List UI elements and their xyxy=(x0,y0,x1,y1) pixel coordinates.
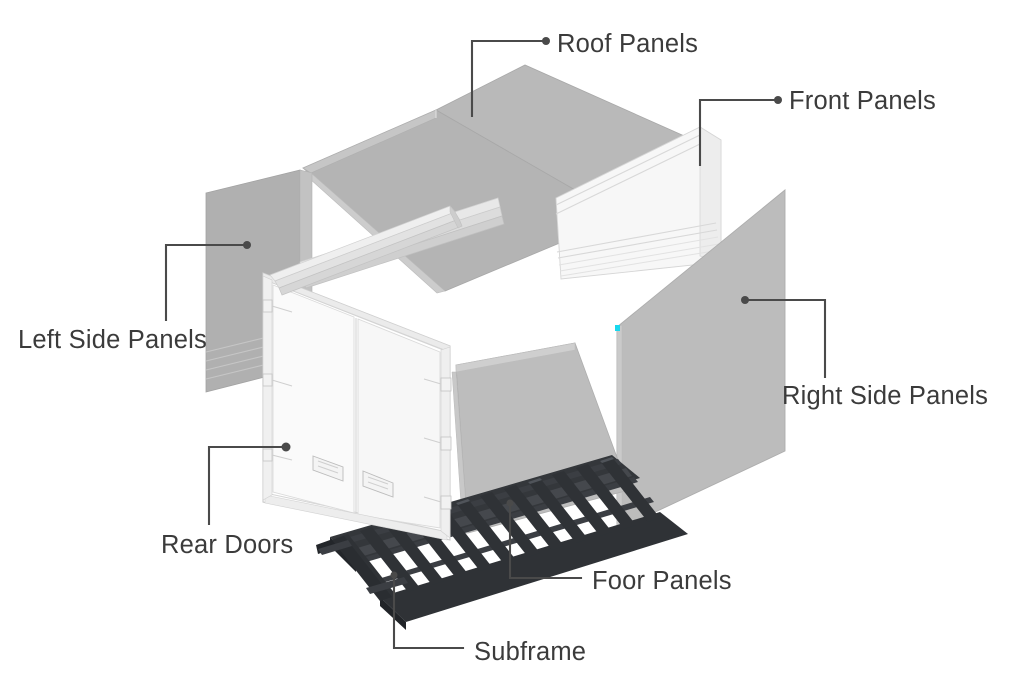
callout-rear-doors[interactable]: Rear Doors xyxy=(161,442,293,560)
label-rear-doors: Rear Doors xyxy=(161,531,293,559)
leader-line-front-panels xyxy=(698,98,780,167)
leader-line-right-side-panels xyxy=(743,298,827,379)
label-front-panels: Front Panels xyxy=(789,87,936,115)
callout-subframe[interactable]: Subframe xyxy=(390,571,587,667)
label-left-side-panels: Left Side Panels xyxy=(18,326,207,354)
leader-line-rear-doors xyxy=(207,445,288,526)
callout-group: Roof Panels Front Panels Left Side Panel… xyxy=(18,30,988,666)
callout-right-side-panels[interactable]: Right Side Panels xyxy=(741,296,988,410)
door-hinge xyxy=(440,377,452,510)
callout-floor-panels[interactable]: Foor Panels xyxy=(506,499,732,596)
leader-line-roof-panels xyxy=(470,39,548,118)
part-rear-doors xyxy=(262,205,463,541)
label-right-side-panels: Right Side Panels xyxy=(782,382,988,410)
callout-front-panels[interactable]: Front Panels xyxy=(698,87,936,167)
label-floor-panels: Foor Panels xyxy=(592,567,732,595)
door-latch-plate xyxy=(362,470,394,498)
leader-dot-floor-panels xyxy=(506,499,514,507)
leader-line-floor-panels xyxy=(508,501,583,580)
callout-left-side-panels[interactable]: Left Side Panels xyxy=(18,241,251,354)
callout-roof-panels[interactable]: Roof Panels xyxy=(470,30,698,118)
label-subframe: Subframe xyxy=(474,638,586,666)
leader-dot-right-side-panels xyxy=(741,296,749,304)
label-roof-panels: Roof Panels xyxy=(557,30,698,58)
part-subframe xyxy=(316,455,688,630)
cyan-vertex-marker xyxy=(615,325,620,331)
leader-dot-subframe xyxy=(390,571,398,579)
leader-line-subframe xyxy=(392,573,465,650)
leader-dot-front-panels xyxy=(774,96,782,104)
leader-dot-rear-doors xyxy=(281,442,291,452)
leader-line-left-side-panels xyxy=(164,243,249,322)
leader-dot-left-side-panels xyxy=(243,241,251,249)
part-front-panels xyxy=(555,126,722,280)
door-latch-plate xyxy=(312,455,344,482)
leader-dot-roof-panels xyxy=(542,37,550,45)
